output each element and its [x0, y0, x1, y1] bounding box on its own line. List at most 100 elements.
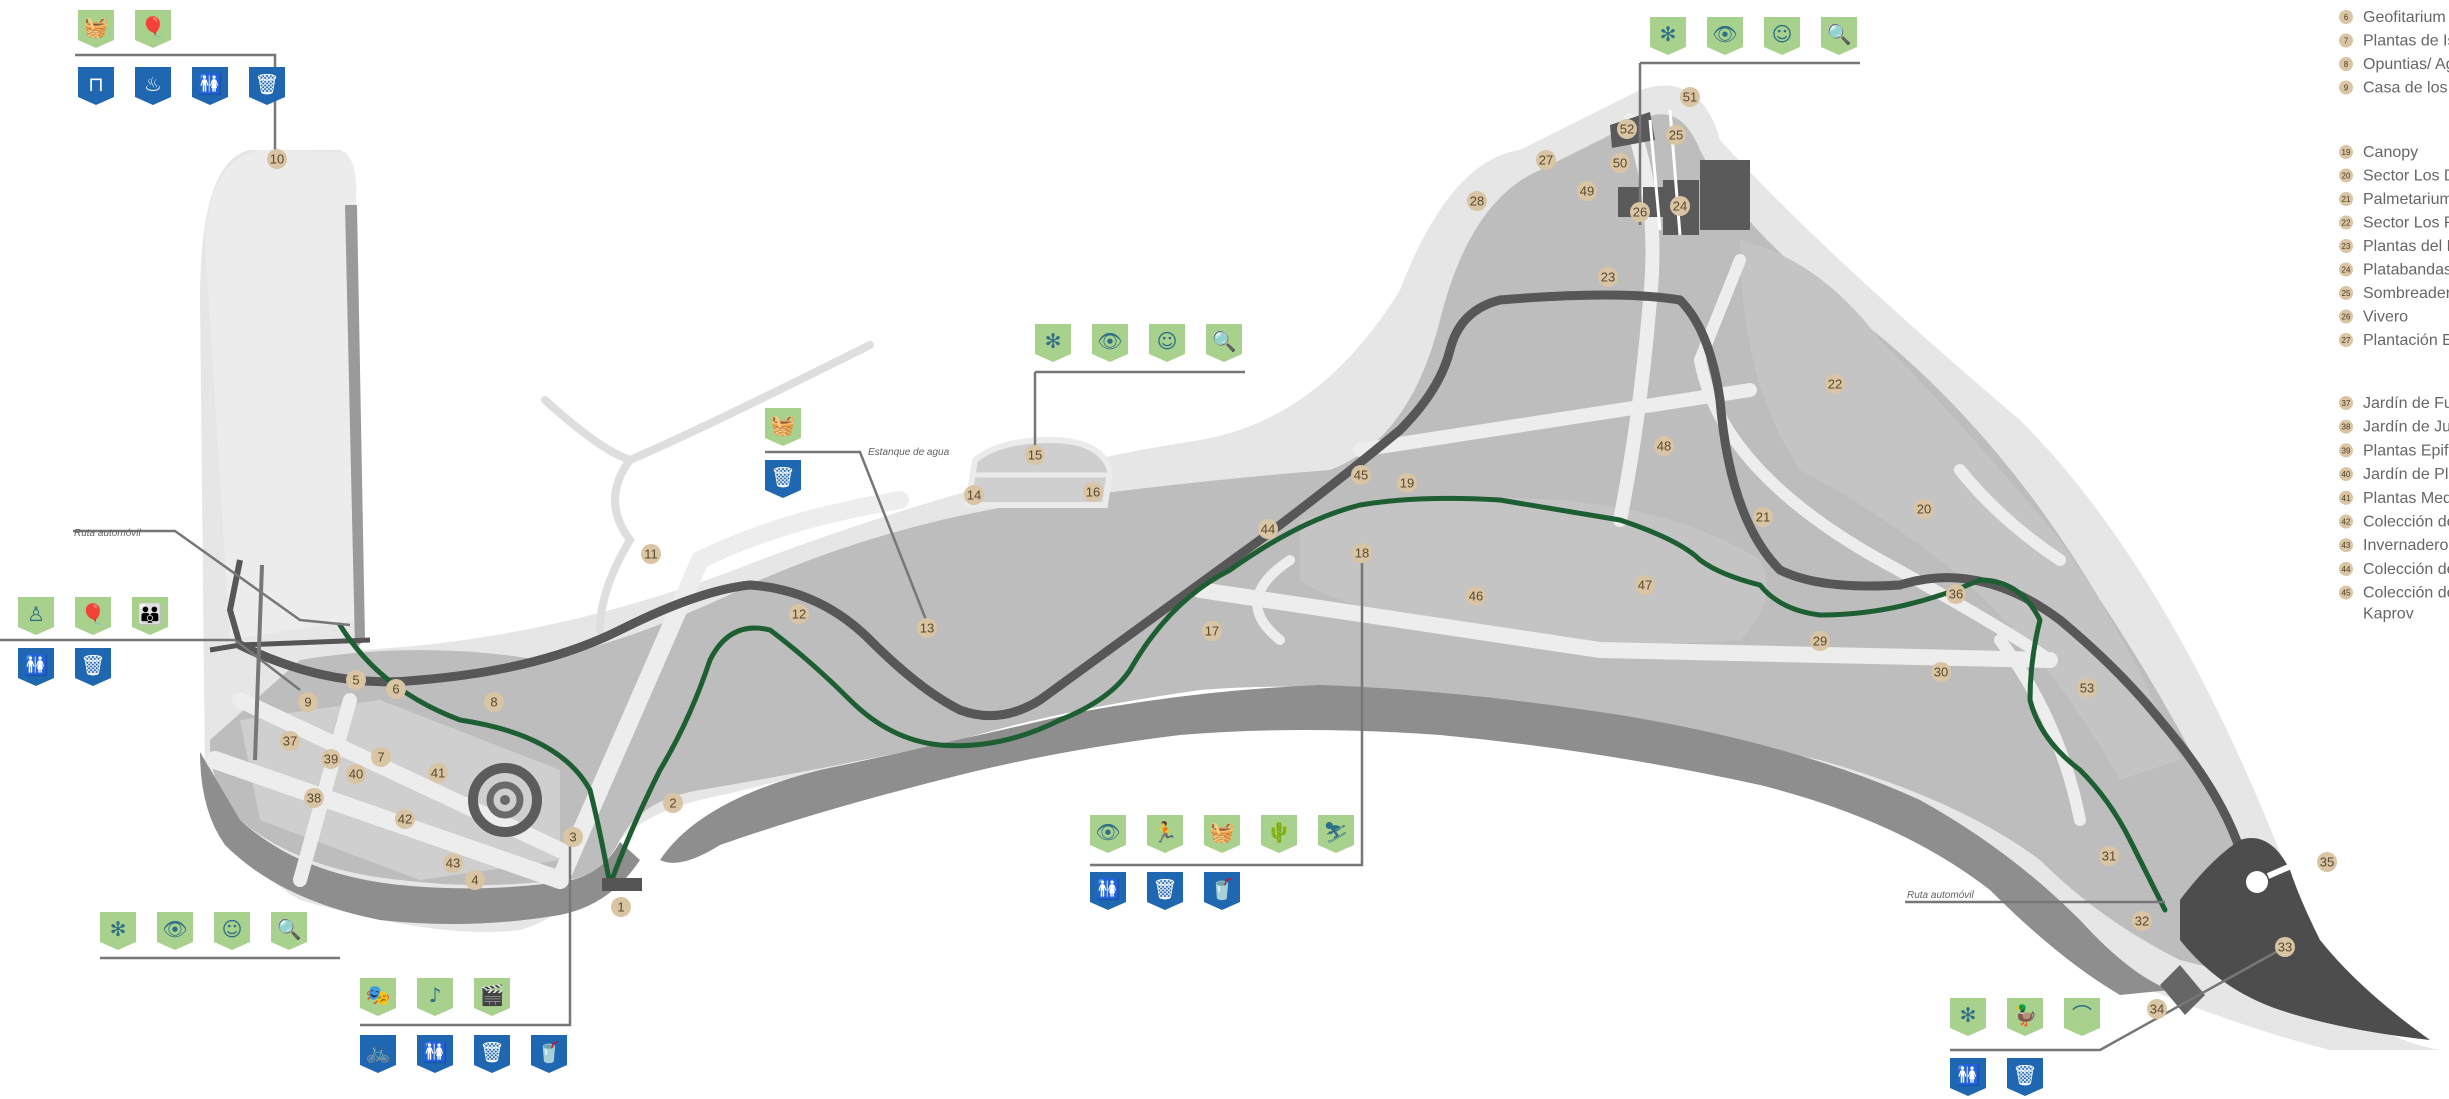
- marker-30[interactable]: 30: [1931, 662, 1951, 682]
- marker-24[interactable]: 24: [1670, 196, 1690, 216]
- marker-47[interactable]: 47: [1635, 575, 1655, 595]
- trash-icon[interactable]: 🗑: [1147, 872, 1183, 910]
- marker-35[interactable]: 35: [2317, 852, 2337, 872]
- marker-38[interactable]: 38: [304, 788, 324, 808]
- running-kid-icon[interactable]: 🏃: [1147, 815, 1183, 853]
- bridge-icon[interactable]: ⌒: [2064, 998, 2100, 1036]
- marker-40[interactable]: 40: [346, 764, 366, 784]
- flower-icon[interactable]: ✻: [1035, 324, 1071, 362]
- magnifier-icon[interactable]: 🔍: [1206, 324, 1242, 362]
- marker-5[interactable]: 5: [346, 670, 366, 690]
- marker-52[interactable]: 52: [1617, 119, 1637, 139]
- marker-10[interactable]: 10: [267, 149, 287, 169]
- marker-8[interactable]: 8: [484, 692, 504, 712]
- guide-icon[interactable]: ☺: [1149, 324, 1185, 362]
- balloon-icon[interactable]: 🎈: [75, 597, 111, 635]
- marker-32[interactable]: 32: [2132, 911, 2152, 931]
- marker-3[interactable]: 3: [563, 827, 583, 847]
- eye-icon[interactable]: 👁: [1090, 815, 1126, 853]
- picnic-table-icon[interactable]: ⊓: [78, 67, 114, 105]
- basket-icon[interactable]: 🧺: [78, 10, 114, 48]
- flower-icon[interactable]: ✻: [1650, 17, 1686, 55]
- marker-44[interactable]: 44: [1258, 519, 1278, 539]
- magnifier-icon[interactable]: 🔍: [1821, 17, 1857, 55]
- grill-icon[interactable]: ♨: [135, 67, 171, 105]
- family-icon[interactable]: 👪: [132, 597, 168, 635]
- marker-50[interactable]: 50: [1610, 153, 1630, 173]
- marker-25[interactable]: 25: [1666, 125, 1686, 145]
- zipline-icon[interactable]: ⛷: [1318, 815, 1354, 853]
- drink-cup-icon[interactable]: 🥤: [1204, 872, 1240, 910]
- duck-icon[interactable]: 🦆: [2007, 998, 2043, 1036]
- theater-masks-icon[interactable]: 🎭: [360, 978, 396, 1016]
- basket-icon[interactable]: 🧺: [1204, 815, 1240, 853]
- guide-icon[interactable]: ☺: [214, 912, 250, 950]
- trash-icon[interactable]: 🗑: [474, 1035, 510, 1073]
- marker-2[interactable]: 2: [663, 793, 683, 813]
- marker-15[interactable]: 15: [1025, 445, 1045, 465]
- marker-27[interactable]: 27: [1536, 150, 1556, 170]
- marker-36[interactable]: 36: [1946, 584, 1966, 604]
- marker-39[interactable]: 39: [321, 749, 341, 769]
- restrooms-icon[interactable]: 🚻: [1950, 1058, 1986, 1096]
- restrooms-icon[interactable]: 🚻: [417, 1035, 453, 1073]
- restrooms-icon[interactable]: 🚻: [18, 648, 54, 686]
- marker-26[interactable]: 26: [1630, 202, 1650, 222]
- balloon-icon[interactable]: 🎈: [135, 10, 171, 48]
- marker-17[interactable]: 17: [1202, 621, 1222, 641]
- eye-icon[interactable]: 👁: [1092, 324, 1128, 362]
- guide-icon[interactable]: ☺: [1764, 17, 1800, 55]
- marker-48[interactable]: 48: [1654, 436, 1674, 456]
- bicycle-icon[interactable]: 🚲: [360, 1035, 396, 1073]
- marker-31[interactable]: 31: [2099, 846, 2119, 866]
- restrooms-icon[interactable]: 🚻: [192, 67, 228, 105]
- marker-42[interactable]: 42: [395, 809, 415, 829]
- nursery-vline: [1648, 119, 1662, 231]
- basket-icon[interactable]: 🧺: [765, 408, 801, 446]
- marker-28[interactable]: 28: [1467, 191, 1487, 211]
- film-icon[interactable]: 🎬: [474, 978, 510, 1016]
- marker-45[interactable]: 45: [1351, 465, 1371, 485]
- marker-14[interactable]: 14: [964, 485, 984, 505]
- marker-6[interactable]: 6: [386, 679, 406, 699]
- legend-label: Plantas de Isl: [2363, 33, 2449, 50]
- marker-51[interactable]: 51: [1680, 87, 1700, 107]
- marker-13[interactable]: 13: [917, 618, 937, 638]
- flower-icon[interactable]: ✻: [1950, 998, 1986, 1036]
- drink-cup-icon[interactable]: 🥤: [531, 1035, 567, 1073]
- marker-23[interactable]: 23: [1598, 267, 1618, 287]
- trash-icon[interactable]: 🗑: [765, 460, 801, 498]
- marker-22[interactable]: 22: [1825, 374, 1845, 394]
- marker-4[interactable]: 4: [465, 870, 485, 890]
- marker-7[interactable]: 7: [371, 747, 391, 767]
- marker-37[interactable]: 37: [280, 731, 300, 751]
- marker-11[interactable]: 11: [641, 544, 661, 564]
- restrooms-icon[interactable]: 🚻: [1090, 872, 1126, 910]
- marker-33[interactable]: 33: [2275, 937, 2295, 957]
- flower-icon[interactable]: ✻: [100, 912, 136, 950]
- eye-icon[interactable]: 👁: [1707, 17, 1743, 55]
- marker-21[interactable]: 21: [1753, 507, 1773, 527]
- marker-9[interactable]: 9: [298, 692, 318, 712]
- marker-12[interactable]: 12: [789, 604, 809, 624]
- marker-29[interactable]: 29: [1810, 631, 1830, 651]
- marker-41[interactable]: 41: [428, 763, 448, 783]
- marker-46[interactable]: 46: [1466, 586, 1486, 606]
- trash-icon[interactable]: 🗑: [249, 67, 285, 105]
- magnifier-icon[interactable]: 🔍: [271, 912, 307, 950]
- marker-19[interactable]: 19: [1397, 473, 1417, 493]
- child-play-icon[interactable]: ♙: [18, 597, 54, 635]
- marker-53[interactable]: 53: [2077, 678, 2097, 698]
- marker-16[interactable]: 16: [1083, 482, 1103, 502]
- marker-49[interactable]: 49: [1577, 181, 1597, 201]
- trash-icon[interactable]: 🗑: [75, 648, 111, 686]
- cactus-icon[interactable]: 🌵: [1261, 815, 1297, 853]
- marker-18[interactable]: 18: [1352, 543, 1372, 563]
- trash-icon[interactable]: 🗑: [2007, 1058, 2043, 1096]
- marker-43[interactable]: 43: [443, 853, 463, 873]
- marker-1[interactable]: 1: [611, 897, 631, 917]
- marker-34[interactable]: 34: [2147, 999, 2167, 1019]
- marker-20[interactable]: 20: [1914, 499, 1934, 519]
- eye-icon[interactable]: 👁: [157, 912, 193, 950]
- music-note-icon[interactable]: ♪: [417, 978, 453, 1016]
